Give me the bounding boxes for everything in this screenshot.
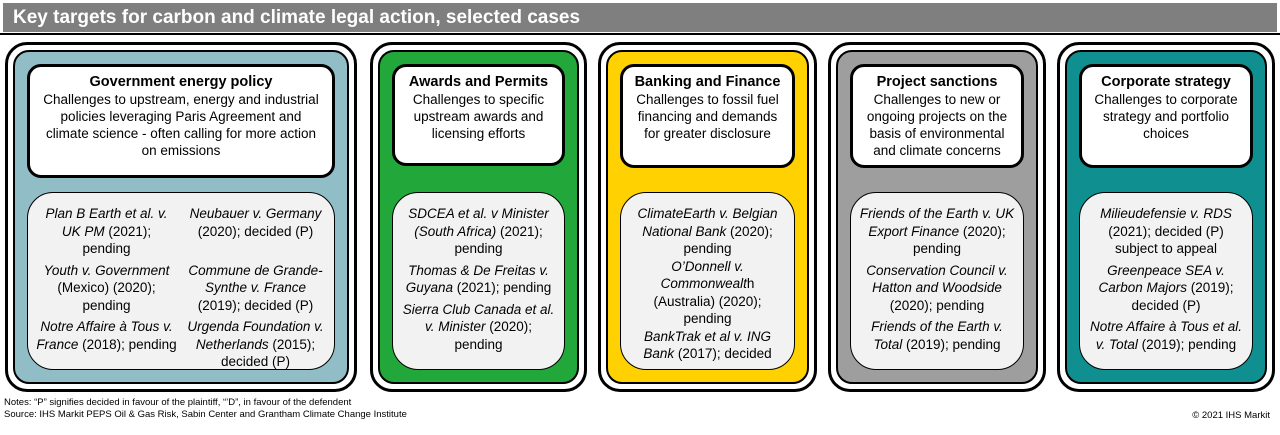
case-name: Notre Affaire à Tous et al. v. Total — [1089, 319, 1243, 352]
case-name: Neubauer v. Germany — [189, 206, 322, 221]
case-item: Friends of the Earth v. Total (2019); pe… — [859, 318, 1015, 353]
title-divider — [0, 33, 1280, 35]
case-name: Friends of the Earth v. Total — [871, 319, 1003, 352]
case-detail: (2020); pending — [683, 223, 773, 257]
case-detail: (2021); decided (P) subject to appeal — [1108, 223, 1224, 257]
case-detail: (2019); pending — [902, 336, 1001, 352]
case-detail: (2021); pending — [452, 280, 552, 295]
panel-banking-description: Challenges to fossil fuel financing and … — [636, 92, 779, 141]
case-detail: (2021); pending — [82, 223, 152, 257]
case-name: Conservation Council v. Hatton and Woods… — [866, 262, 1008, 296]
case-item: BankTrak et al v. ING Bank (2017); decid… — [629, 328, 786, 363]
case-item: O’Donnell v. Commonwealth (Australia) (2… — [629, 258, 786, 328]
case-item: Conservation Council v. Hatton and Woods… — [859, 262, 1015, 315]
panel-corporate-cases: Milieudefensie v. RDS (2021); decided (P… — [1079, 192, 1253, 370]
case-detail: (2020); pending — [454, 319, 533, 352]
panel-awards-title: Awards and Permits — [408, 74, 549, 90]
panel-banking-header: Banking and Finance Challenges to fossil… — [620, 64, 795, 168]
panel-corporate-header: Corporate strategy Challenges to corpora… — [1079, 64, 1253, 168]
case-name: Thomas & De Freitas v. Guyana — [405, 262, 549, 296]
case-name: ClimateEarth v. Belgian National Bank — [637, 206, 778, 239]
panel-banking-cases: ClimateEarth v. Belgian National Bank (2… — [620, 192, 795, 370]
case-item: Commune de Grande-Synthe v. France (2019… — [185, 262, 326, 315]
case-item: Notre Affaire à Tous v. France (2018); p… — [36, 318, 177, 371]
case-detail: (2019); pending — [1137, 336, 1237, 352]
notes-text: Notes: “P” signifies decided in favour o… — [4, 397, 352, 408]
case-item: Milieudefensie v. RDS (2021); decided (P… — [1088, 205, 1244, 258]
case-item: Thomas & De Freitas v. Guyana (2021); pe… — [401, 262, 556, 297]
panel-government-title: Government energy policy — [89, 74, 273, 90]
figure-title: Key targets for carbon and climate legal… — [3, 3, 1277, 32]
case-detail: (2020); pending — [912, 223, 1006, 257]
case-item: ClimateEarth v. Belgian National Bank (2… — [629, 205, 786, 258]
case-detail: (2019); decided (P) — [1131, 280, 1234, 313]
panel-government-description: Challenges to upstream, energy and indus… — [43, 92, 319, 158]
case-name: Commune de Grande-Synthe v. France — [188, 262, 323, 296]
case-name: Sierra Club Canada et al. v. Minister — [402, 301, 555, 335]
panel-awards-fill: Awards and Permits Challenges to specifi… — [378, 50, 579, 384]
case-item: Plan B Earth et al. v. UK PM (2021); pen… — [36, 205, 177, 258]
panel-project-cases: Friends of the Earth v. UK Export Financ… — [850, 192, 1024, 370]
case-name: Notre Affaire à Tous v. France — [36, 319, 173, 352]
case-detail: (2020); decided (P) — [197, 223, 314, 239]
case-name: Milieudefensie v. RDS — [1100, 206, 1232, 221]
case-name: SDCEA et al. v Minister (South Africa) — [408, 206, 549, 239]
panel-awards: Awards and Permits Challenges to specifi… — [370, 42, 587, 392]
case-detail: (Mexico) (2020); pending — [57, 280, 156, 313]
panel-government-header: Government energy policy Challenges to u… — [27, 64, 335, 178]
panel-banking-title: Banking and Finance — [634, 74, 781, 90]
case-item: Sierra Club Canada et al. v. Minister (2… — [401, 301, 556, 354]
case-item: Friends of the Earth v. UK Export Financ… — [859, 205, 1015, 258]
case-name: Youth v. Government — [43, 262, 170, 278]
panel-corporate-description: Challenges to corporate strategy and por… — [1094, 92, 1238, 141]
panel-corporate-title: Corporate strategy — [1101, 74, 1231, 90]
case-name: O’Donnell v. Commonwealt — [660, 258, 747, 292]
case-detail: (2015); decided (P) — [220, 336, 316, 370]
case-detail: (2021); pending — [454, 223, 543, 257]
case-detail: (2017); decided — [674, 346, 772, 361]
case-detail: h (Australia) (2020); pending — [653, 276, 762, 326]
panel-awards-cases: SDCEA et al. v Minister (South Africa) (… — [392, 192, 565, 370]
case-item: Youth v. Government (Mexico) (2020); pen… — [36, 262, 177, 315]
panel-corporate: Corporate strategy Challenges to corpora… — [1057, 42, 1275, 392]
case-item: Neubauer v. Germany (2020); decided (P) — [185, 205, 326, 258]
case-item: Greenpeace SEA v. Carbon Majors (2019); … — [1088, 262, 1244, 315]
case-name: Urgenda Foundation v. Netherlands — [187, 319, 324, 352]
source-text: Source: IHS Markit PEPS Oil & Gas Risk, … — [4, 409, 407, 420]
panel-awards-header: Awards and Permits Challenges to specifi… — [392, 64, 565, 166]
panel-awards-description: Challenges to specific upstream awards a… — [412, 92, 545, 141]
case-item: Urgenda Foundation v. Netherlands (2015)… — [185, 318, 326, 371]
panel-banking-fill: Banking and Finance Challenges to fossil… — [606, 50, 809, 384]
case-name: Plan B Earth et al. v. UK PM — [45, 206, 168, 239]
panel-banking: Banking and Finance Challenges to fossil… — [598, 42, 817, 392]
figure-notes: Notes: “P” signifies decided in favour o… — [4, 397, 407, 421]
panel-project-title: Project sanctions — [876, 74, 998, 90]
case-name: Friends of the Earth v. UK Export Financ… — [859, 206, 1015, 239]
case-detail: (2018); pending — [78, 336, 177, 352]
panel-project-header: Project sanctions Challenges to new or o… — [850, 64, 1024, 168]
case-item: SDCEA et al. v Minister (South Africa) (… — [401, 205, 556, 258]
case-name: BankTrak et al v. ING Bank — [643, 328, 772, 362]
case-detail: (2019); decided (P) — [197, 297, 314, 313]
panel-corporate-fill: Corporate strategy Challenges to corpora… — [1065, 50, 1267, 384]
copyright-text: © 2021 IHS Markit — [1192, 410, 1270, 421]
panel-project-description: Challenges to new or ongoing projects on… — [866, 92, 1008, 158]
case-name: Greenpeace SEA v. Carbon Majors — [1098, 262, 1225, 296]
panel-project: Project sanctions Challenges to new or o… — [828, 42, 1046, 392]
case-detail: (2020); pending — [889, 297, 985, 313]
panel-government-fill: Government energy policy Challenges to u… — [13, 50, 349, 384]
case-item: Notre Affaire à Tous et al. v. Total (20… — [1088, 318, 1244, 353]
panel-government: Government energy policy Challenges to u… — [5, 42, 357, 392]
panel-government-cases: Plan B Earth et al. v. UK PM (2021); pen… — [27, 192, 335, 370]
panel-project-fill: Project sanctions Challenges to new or o… — [836, 50, 1038, 384]
